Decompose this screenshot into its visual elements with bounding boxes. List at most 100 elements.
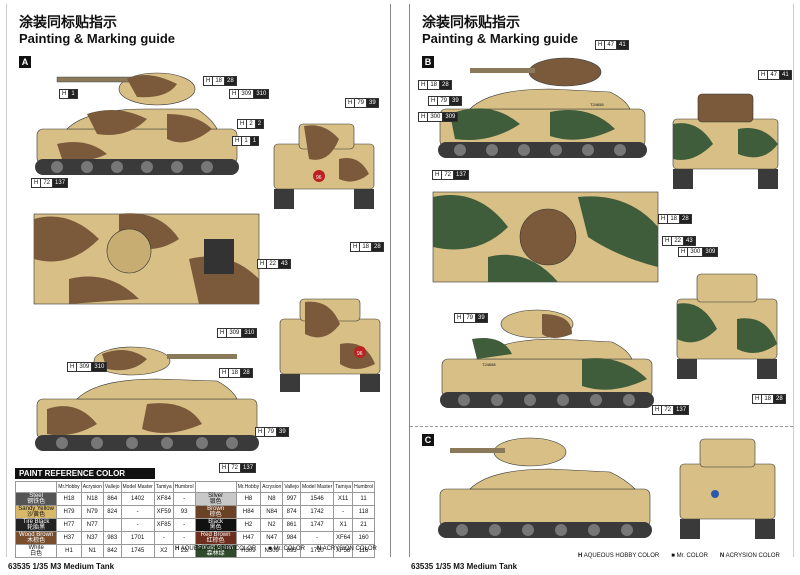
title-english-right: Painting & Marking guide: [422, 31, 579, 46]
panel-a-label: A: [19, 56, 31, 68]
paint-code-cell: -: [172, 518, 196, 532]
paint-code-cell: 118: [352, 505, 375, 519]
header-blank: [14, 481, 58, 493]
legend-mr-color-right: ■ Mr. COLOR: [671, 553, 708, 559]
paint-code-cell: -: [172, 492, 196, 506]
paint-name-cn: 森林绿: [206, 550, 225, 557]
paint-code-cell: XF84: [153, 492, 174, 506]
paint-name-cn: 钢铁色: [27, 498, 46, 505]
paint-name: Forest Green: [197, 545, 234, 551]
paint-column-header: Model Master: [299, 481, 335, 493]
paint-code-cell: -: [299, 531, 335, 545]
legend-aqueous-right: H AQUEOUS HOBBY COLOR: [578, 553, 660, 559]
paint-column-header: Model Master: [120, 481, 155, 493]
paint-code-cell: 864: [102, 492, 122, 506]
paint-code-cell: 1742: [299, 505, 335, 519]
paint-code-cell: N8: [260, 492, 284, 506]
paint-code-cell: N18: [80, 492, 104, 506]
header-blank: [194, 481, 237, 493]
paint-name: White: [28, 545, 44, 551]
paint-name: Steel: [29, 493, 43, 499]
paint-code-cell: 1402: [120, 492, 155, 506]
paint-legend-right: H AQUEOUS HOBBY COLOR ■ Mr. COLOR N ACRY…: [578, 553, 780, 559]
tank-b-other-side-view: T24658: [440, 309, 654, 408]
tank-a-side-view: [35, 72, 239, 175]
tank-code: T24658: [590, 102, 604, 107]
paint-code-cell: 11: [352, 492, 375, 506]
paint-code-cell: XF85: [153, 518, 174, 532]
tank-a-top-view: [33, 213, 260, 305]
paint-code-cell: H8: [235, 492, 262, 506]
right-sheet: 涂装同标贴指示 Painting & Marking guide B T2465…: [409, 4, 794, 559]
unit-badge-icon: [711, 490, 719, 498]
paint-code-cell: 874: [282, 505, 301, 519]
paint-code-cell: -: [120, 505, 155, 519]
left-sheet: 涂装同标贴指示 Painting & Marking guide A 96: [6, 4, 391, 558]
tank-b-rear-view: [676, 273, 778, 379]
paint-code-cell: H47: [235, 531, 262, 545]
paint-code-cell: N37: [80, 531, 104, 545]
legend-aqueous: H AQUEOUS HOBBY COLOR: [175, 546, 257, 552]
paint-code-cell: N2: [260, 518, 284, 532]
legend-mr-color: ■ Mr. COLOR: [268, 546, 305, 552]
legend-acrysion-right: N ACRYSION COLOR: [719, 553, 780, 559]
roundel-label: 96: [316, 175, 322, 181]
paint-code-cell: XF64: [333, 531, 354, 545]
paint-name: Tire Black: [22, 519, 50, 525]
paint-legend: H AQUEOUS HOBBY COLOR ■ Mr. COLOR N ACRY…: [175, 546, 377, 552]
tank-c-side-view: [438, 437, 652, 538]
paint-code-cell: 1701: [120, 531, 155, 545]
paint-name: Brown: [207, 506, 225, 512]
paint-code-cell: -: [172, 531, 196, 545]
paint-code-cell: N79: [80, 505, 104, 519]
paint-column-header: Humbrol: [352, 481, 375, 493]
paint-column-header: Mr.Hobby: [235, 481, 262, 493]
title-chinese-right: 涂装同标贴指示: [422, 15, 520, 31]
paint-name-cn: 银色: [209, 498, 222, 505]
paint-code-cell: X2: [153, 544, 174, 558]
paint-code-cell: XF59: [153, 505, 174, 519]
paint-name-cn: 黑色: [209, 524, 222, 531]
paint-column-header: Tamiya: [153, 481, 174, 493]
paint-column-header: Vallejo: [102, 481, 122, 493]
paint-code-cell: H1: [56, 544, 82, 558]
roundel-label-rear: 96: [357, 351, 363, 357]
paint-code-cell: N77: [80, 518, 104, 532]
paint-name: Sandy Yellow: [18, 506, 54, 512]
paint-column-header: Mr.Hobby: [56, 481, 82, 493]
paint-name: Red Brown: [200, 532, 231, 538]
paint-code-cell: 1747: [299, 518, 335, 532]
paint-code-cell: 1710: [299, 544, 335, 558]
paint-code-cell: 160: [352, 531, 375, 545]
paint-reference-title: PAINT REFERENCE COLOR: [15, 468, 155, 479]
paint-code-cell: 984: [282, 531, 301, 545]
paint-code-cell: 116: [352, 544, 375, 558]
title-chinese: 涂装同标贴指示: [19, 15, 117, 31]
paint-name: Silver: [208, 493, 224, 499]
panel-b-label: B: [422, 56, 434, 68]
